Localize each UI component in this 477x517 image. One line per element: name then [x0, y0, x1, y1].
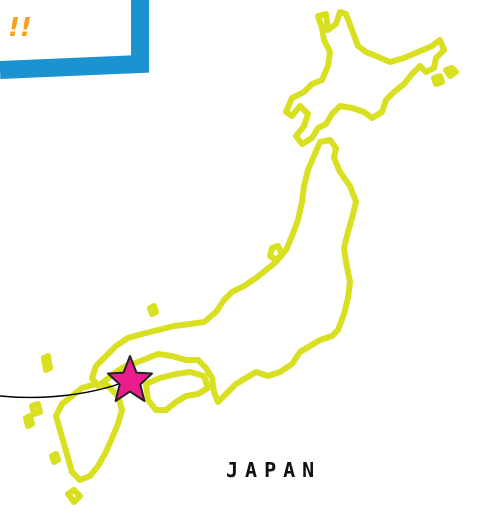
callout-border: [0, 0, 149, 79]
tsushima-islet: [41, 353, 53, 373]
goto-islet-2: [23, 413, 35, 429]
callout-box: !!: [0, 0, 149, 79]
shikoku-island: [143, 369, 211, 413]
callout-exclamation: !!: [8, 13, 32, 43]
route-line: [0, 379, 131, 399]
kuril-islet-2: [431, 73, 445, 87]
star-icon: [107, 355, 153, 402]
sado-island: [267, 243, 285, 263]
amami-islet: [65, 487, 83, 505]
goto-islet-1: [29, 401, 43, 417]
honshu-island: [89, 137, 359, 405]
country-label: JAPAN: [226, 458, 321, 482]
hokkaido-island: [283, 9, 447, 147]
yakushima-islet: [49, 451, 61, 465]
oki-islet: [147, 303, 159, 317]
kuril-islet-1: [443, 65, 459, 79]
japan-outline: [23, 9, 459, 505]
kyushu-island: [53, 381, 125, 483]
